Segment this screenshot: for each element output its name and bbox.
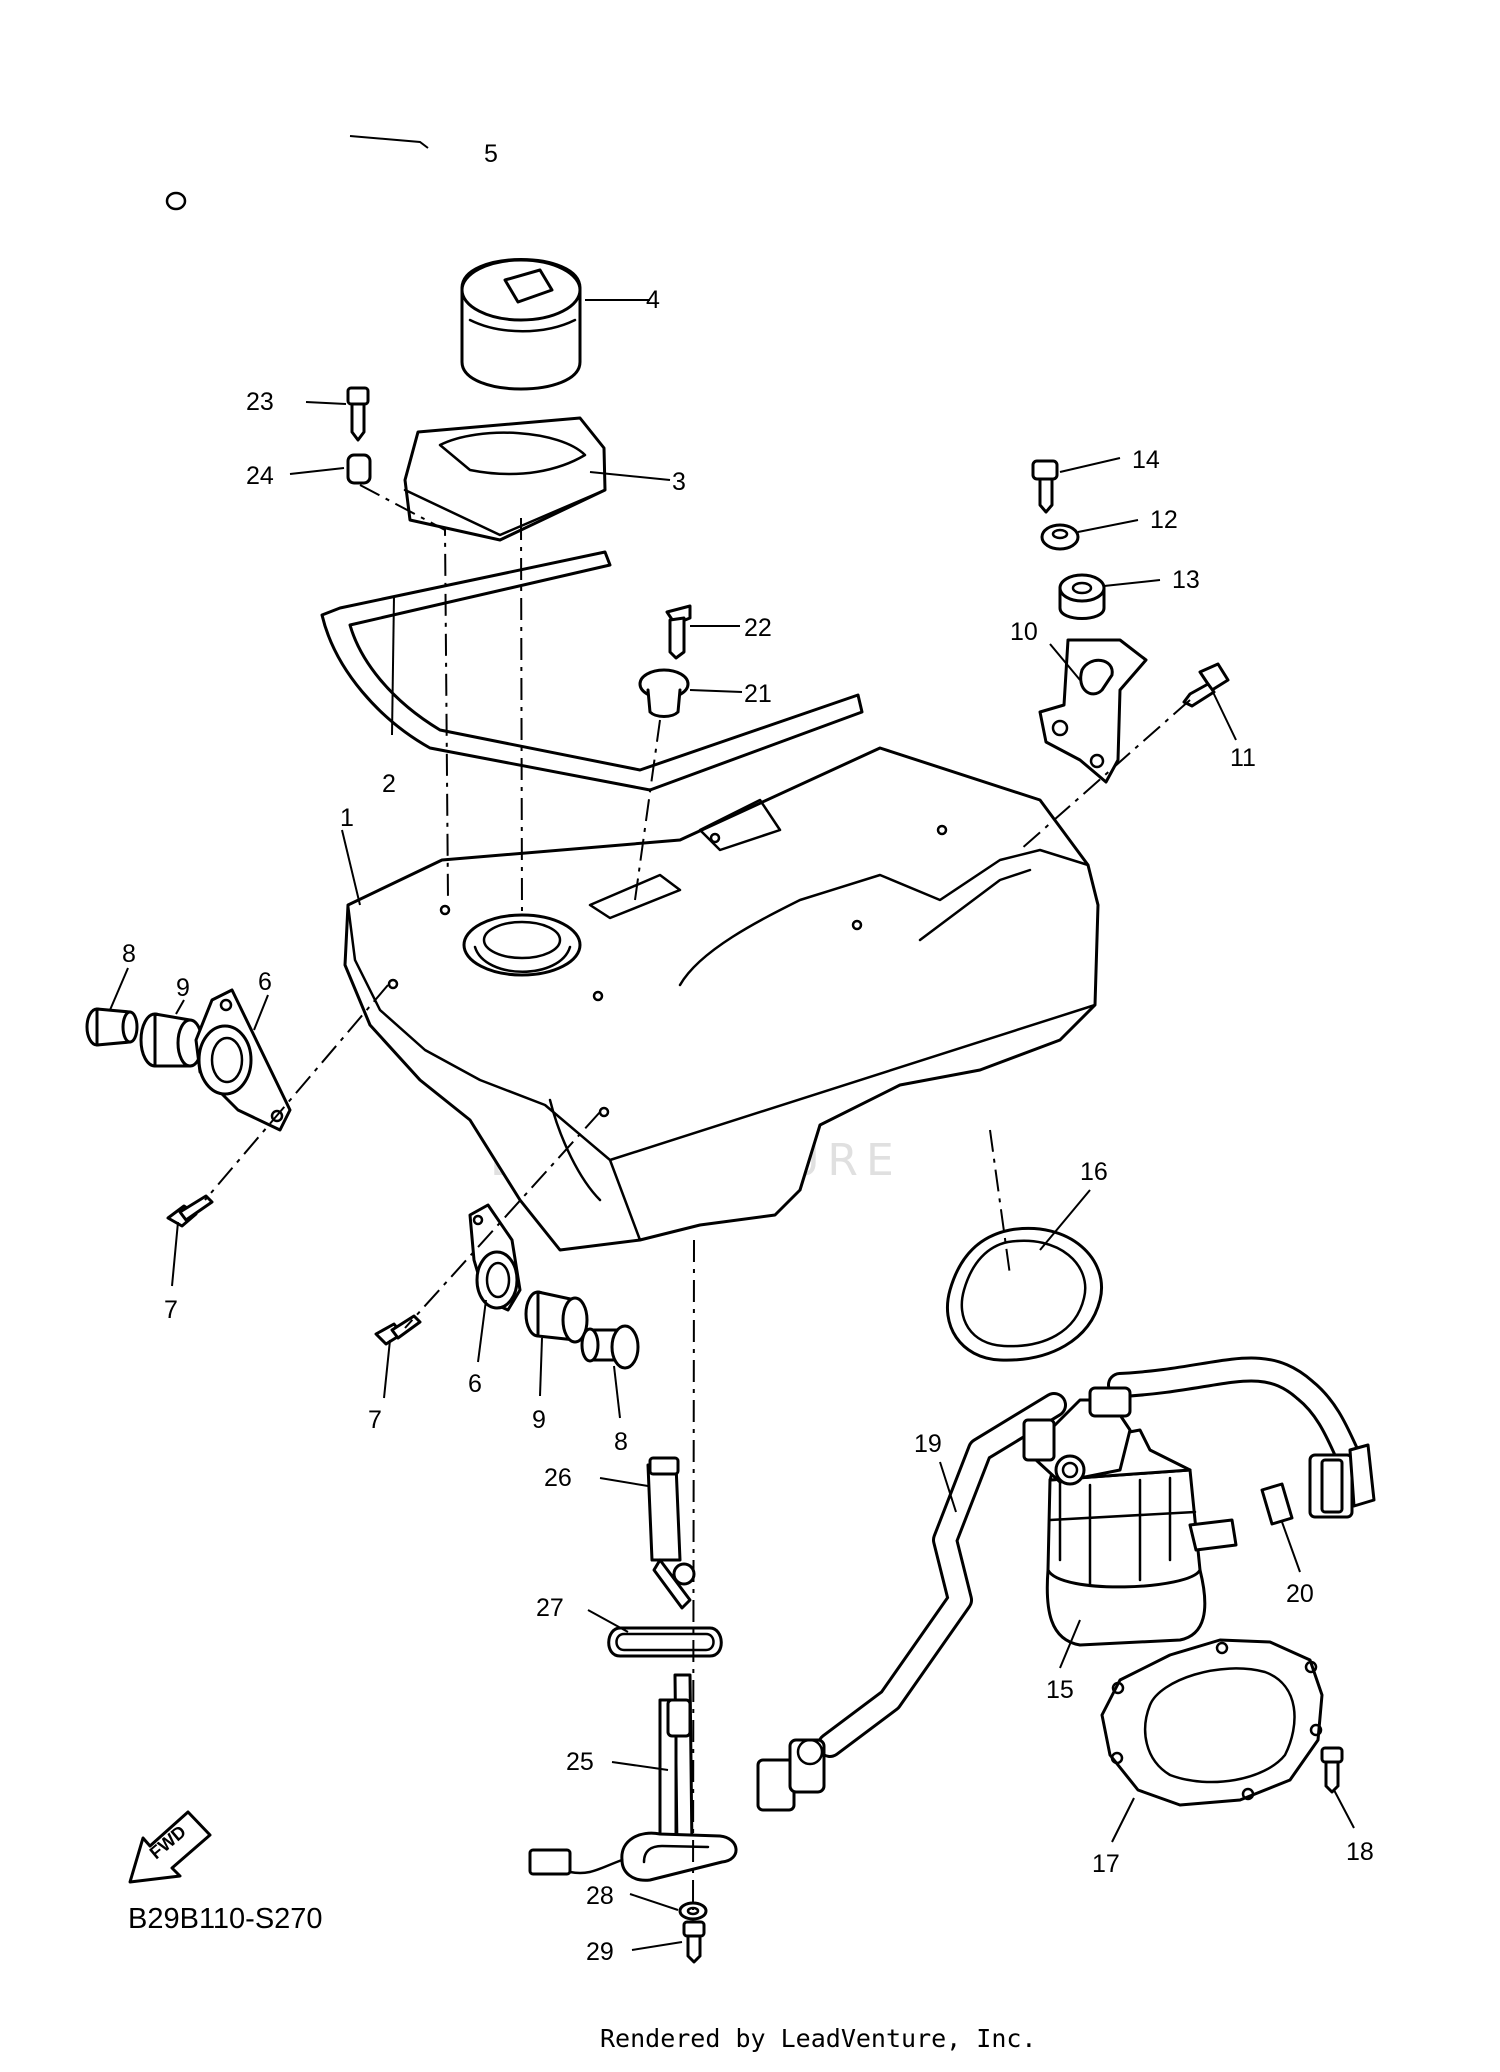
- part-6-bracket-left[interactable]: [194, 988, 292, 1132]
- callout-5: 5: [484, 140, 498, 168]
- fwd-arrow-icon: FWD: [128, 1810, 212, 1884]
- callout-4: 4: [646, 286, 660, 314]
- callout-17: 17: [1092, 1850, 1120, 1878]
- callout-6-left: 6: [258, 968, 272, 996]
- callout-11: 11: [1230, 744, 1256, 772]
- callout-23: 23: [246, 388, 274, 416]
- part-28-washer[interactable]: [678, 1901, 708, 1921]
- part-7-bolt-right[interactable]: [374, 1314, 422, 1346]
- part-12-collar[interactable]: [1040, 523, 1080, 551]
- callout-16: 16: [1080, 1158, 1108, 1186]
- alignment-lines: [204, 484, 1191, 1911]
- part-1-fuel-tank[interactable]: [343, 746, 1100, 1252]
- part-11-bolt[interactable]: [1182, 662, 1230, 708]
- part-8-collar-left[interactable]: [85, 1007, 139, 1047]
- part-7-bolt-left[interactable]: [166, 1194, 214, 1228]
- part-15-fuel-pump[interactable]: [1022, 1386, 1238, 1647]
- callout-29: 29: [586, 1938, 614, 1966]
- part-25-level-sensor[interactable]: [528, 1673, 738, 1882]
- callout-1: 1: [340, 804, 354, 832]
- callout-21: 21: [744, 680, 772, 708]
- pump-harness-connector[interactable]: [1308, 1443, 1376, 1519]
- callout-18: 18: [1346, 1838, 1374, 1866]
- callout-22: 22: [744, 614, 772, 642]
- part-9-damper-right[interactable]: [524, 1290, 589, 1344]
- callout-2: 2: [382, 770, 396, 798]
- callout-9-left: 9: [176, 974, 190, 1002]
- callout-12: 12: [1150, 506, 1178, 534]
- callout-9-right: 9: [532, 1406, 546, 1434]
- part-21-grommet[interactable]: [638, 668, 690, 718]
- callout-26: 26: [544, 1464, 572, 1492]
- part-22-screw[interactable]: [665, 604, 692, 660]
- part-10-tank-bracket[interactable]: [1038, 638, 1148, 784]
- callout-6-right: 6: [468, 1370, 482, 1398]
- callout-13: 13: [1172, 566, 1200, 594]
- part-4-fuel-cap[interactable]: [460, 258, 582, 391]
- part-14-bolt[interactable]: [1031, 459, 1059, 514]
- diagram-code: B29B110-S270: [128, 1903, 323, 1935]
- part-23-bolt[interactable]: [346, 386, 370, 442]
- callout-24: 24: [246, 462, 274, 490]
- part-17-pump-plate[interactable]: [1100, 1638, 1324, 1807]
- part-13-damper[interactable]: [1058, 573, 1106, 620]
- part-8-collar-right[interactable]: [580, 1324, 640, 1370]
- callout-19: 19: [914, 1430, 942, 1458]
- callout-labels: 5 4 3 2 1 23 24 22 21 14 12 13 10 11 8 9…: [122, 140, 1374, 1966]
- part-19-fuel-hose[interactable]: [756, 1356, 1363, 1812]
- callout-7-left: 7: [164, 1296, 178, 1324]
- callout-25: 25: [566, 1748, 594, 1776]
- part-26-fuel-sender[interactable]: [646, 1456, 696, 1610]
- callout-20: 20: [1286, 1580, 1314, 1608]
- callout-15: 15: [1046, 1676, 1074, 1704]
- part-16-gasket[interactable]: [945, 1227, 1103, 1362]
- render-credit: Rendered by LeadVenture, Inc.: [600, 2024, 1037, 2053]
- part-5-breather-hose[interactable]: [165, 110, 518, 274]
- callout-28: 28: [586, 1882, 614, 1910]
- part-3-cap-bracket[interactable]: [403, 416, 607, 542]
- part-9-damper-left[interactable]: [139, 1012, 204, 1068]
- part-24-collar[interactable]: [346, 453, 372, 485]
- callout-8-right: 8: [614, 1428, 628, 1456]
- part-29-bolt[interactable]: [682, 1920, 706, 1964]
- callout-27: 27: [536, 1594, 564, 1622]
- part-6-bracket-right[interactable]: [468, 1203, 522, 1312]
- callout-7-right: 7: [368, 1406, 382, 1434]
- part-20-clip[interactable]: [1260, 1482, 1294, 1526]
- part-27-gasket[interactable]: [607, 1626, 723, 1658]
- callout-10: 10: [1010, 618, 1038, 646]
- callout-14: 14: [1132, 446, 1160, 474]
- leader-lines: [109, 135, 1355, 1951]
- callout-3: 3: [672, 468, 686, 496]
- part-18-bolt[interactable]: [1320, 1746, 1344, 1794]
- callout-8-left: 8: [122, 940, 136, 968]
- part-2-seal-strip[interactable]: [320, 550, 864, 792]
